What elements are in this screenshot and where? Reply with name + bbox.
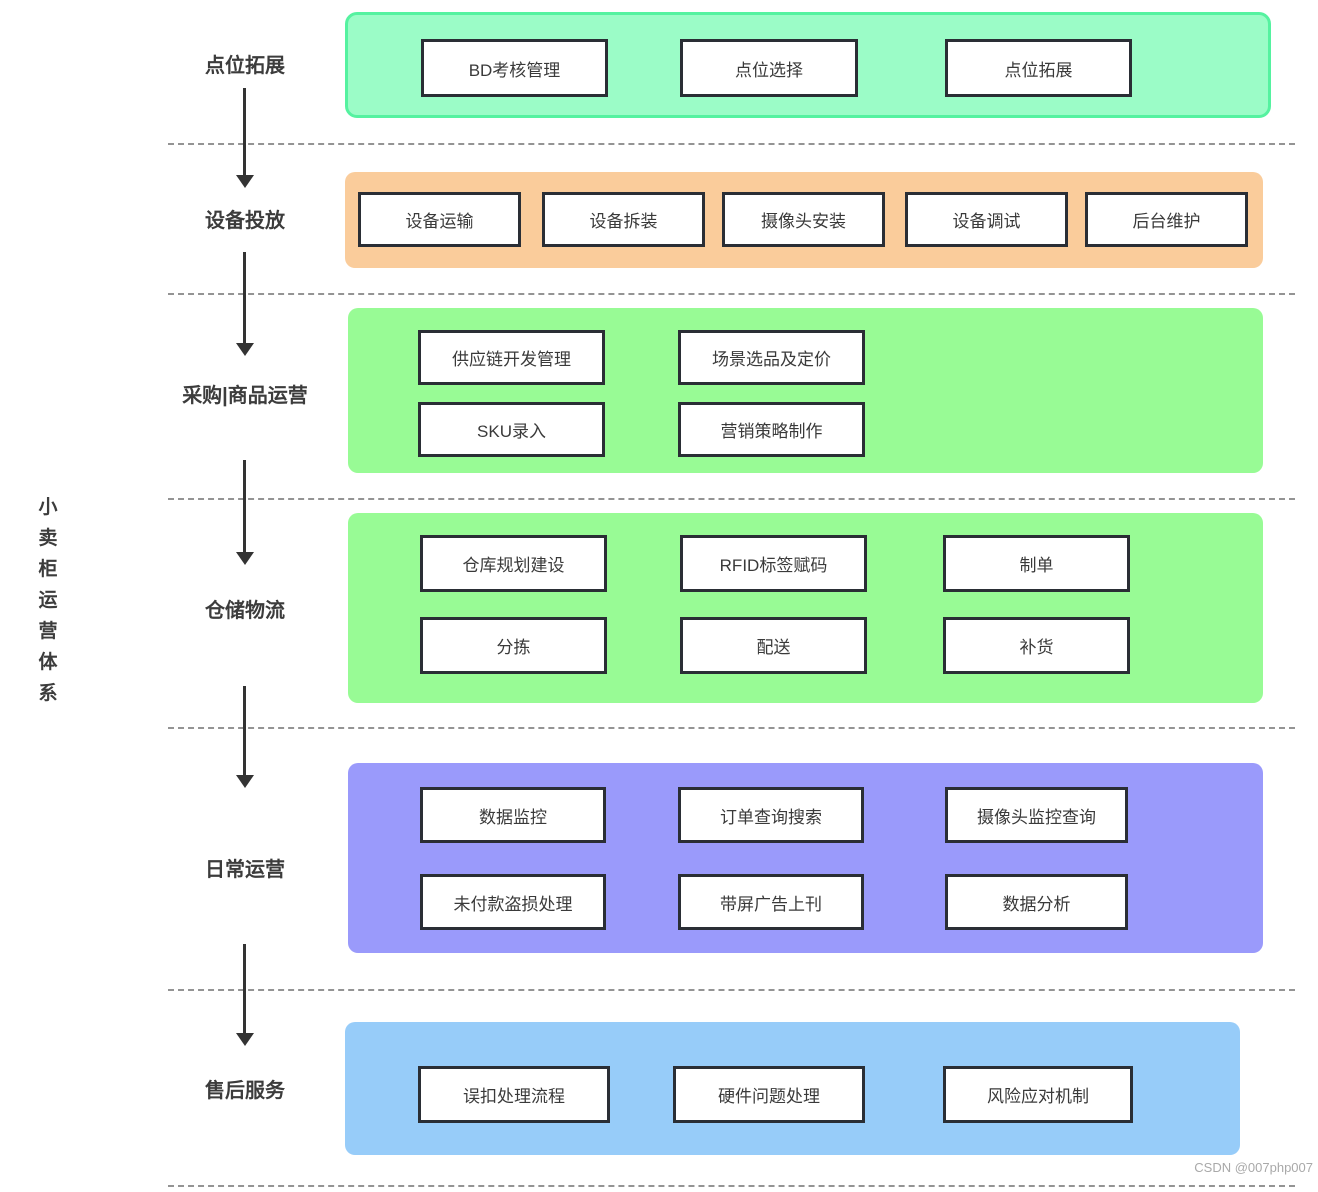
process-node: 误扣处理流程: [418, 1066, 610, 1123]
process-node: 供应链开发管理: [418, 330, 605, 385]
dashed-separator: [168, 1185, 1295, 1187]
process-node: 设备拆装: [542, 192, 705, 247]
arrow-head: [236, 343, 254, 356]
diagram-title-vertical: 小卖柜运营体系: [38, 497, 58, 704]
down-arrow-icon: [236, 252, 254, 356]
arrow-shaft: [243, 460, 246, 552]
process-node: 设备调试: [905, 192, 1068, 247]
stage-band-point-expansion: BD考核管理 点位选择 点位拓展: [345, 12, 1271, 118]
stage-band-device-deployment: 设备运输 设备拆装 摄像头安装 设备调试 后台维护: [345, 172, 1263, 268]
process-node: 未付款盗损处理: [420, 874, 606, 930]
arrow-head: [236, 775, 254, 788]
arrow-head: [236, 1033, 254, 1046]
process-node: SKU录入: [418, 402, 605, 457]
dashed-separator: [168, 989, 1295, 991]
arrow-head: [236, 175, 254, 188]
process-node: BD考核管理: [421, 39, 608, 97]
process-node: 数据分析: [945, 874, 1128, 930]
process-node: 数据监控: [420, 787, 606, 843]
process-node: 点位拓展: [945, 39, 1132, 97]
process-node: 营销策略制作: [678, 402, 865, 457]
dashed-separator: [168, 293, 1295, 295]
stage-band-procurement-merchandising: 供应链开发管理 场景选品及定价 SKU录入 营销策略制作: [348, 308, 1263, 473]
stage-label-warehousing-logistics: 仓储物流: [205, 600, 285, 622]
watermark-text: CSDN @007php007: [1194, 1160, 1313, 1175]
dashed-separator: [168, 498, 1295, 500]
process-node: 带屏广告上刊: [678, 874, 864, 930]
process-node: 设备运输: [358, 192, 521, 247]
arrow-head: [236, 552, 254, 565]
stage-label-device-deployment: 设备投放: [205, 210, 285, 232]
process-node: 制单: [943, 535, 1130, 592]
arrow-shaft: [243, 252, 246, 343]
stage-band-warehousing-logistics: 仓库规划建设 RFID标签赋码 制单 分拣 配送 补货: [348, 513, 1263, 703]
down-arrow-icon: [236, 460, 254, 565]
process-node: 摄像头安装: [722, 192, 885, 247]
stage-label-after-sales-service: 售后服务: [205, 1080, 285, 1102]
stage-band-daily-operations: 数据监控 订单查询搜索 摄像头监控查询 未付款盗损处理 带屏广告上刊 数据分析: [348, 763, 1263, 953]
process-node: 场景选品及定价: [678, 330, 865, 385]
stage-label-daily-operations: 日常运营: [205, 859, 285, 881]
arrow-shaft: [243, 88, 246, 175]
process-node: 风险应对机制: [943, 1066, 1133, 1123]
arrow-shaft: [243, 686, 246, 775]
process-node: 摄像头监控查询: [945, 787, 1128, 843]
process-node: 分拣: [420, 617, 607, 674]
dashed-separator: [168, 143, 1295, 145]
process-node: RFID标签赋码: [680, 535, 867, 592]
dashed-separator: [168, 727, 1295, 729]
stage-label-procurement-merchandising: 采购|商品运营: [182, 385, 308, 407]
process-node: 配送: [680, 617, 867, 674]
down-arrow-icon: [236, 944, 254, 1046]
process-node: 硬件问题处理: [673, 1066, 865, 1123]
arrow-shaft: [243, 944, 246, 1033]
process-node: 仓库规划建设: [420, 535, 607, 592]
stage-label-point-expansion: 点位拓展: [205, 55, 285, 77]
process-node: 后台维护: [1085, 192, 1248, 247]
process-node: 点位选择: [680, 39, 858, 97]
process-node: 订单查询搜索: [678, 787, 864, 843]
down-arrow-icon: [236, 686, 254, 788]
down-arrow-icon: [236, 88, 254, 188]
process-node: 补货: [943, 617, 1130, 674]
stage-band-after-sales-service: 误扣处理流程 硬件问题处理 风险应对机制: [345, 1022, 1240, 1155]
